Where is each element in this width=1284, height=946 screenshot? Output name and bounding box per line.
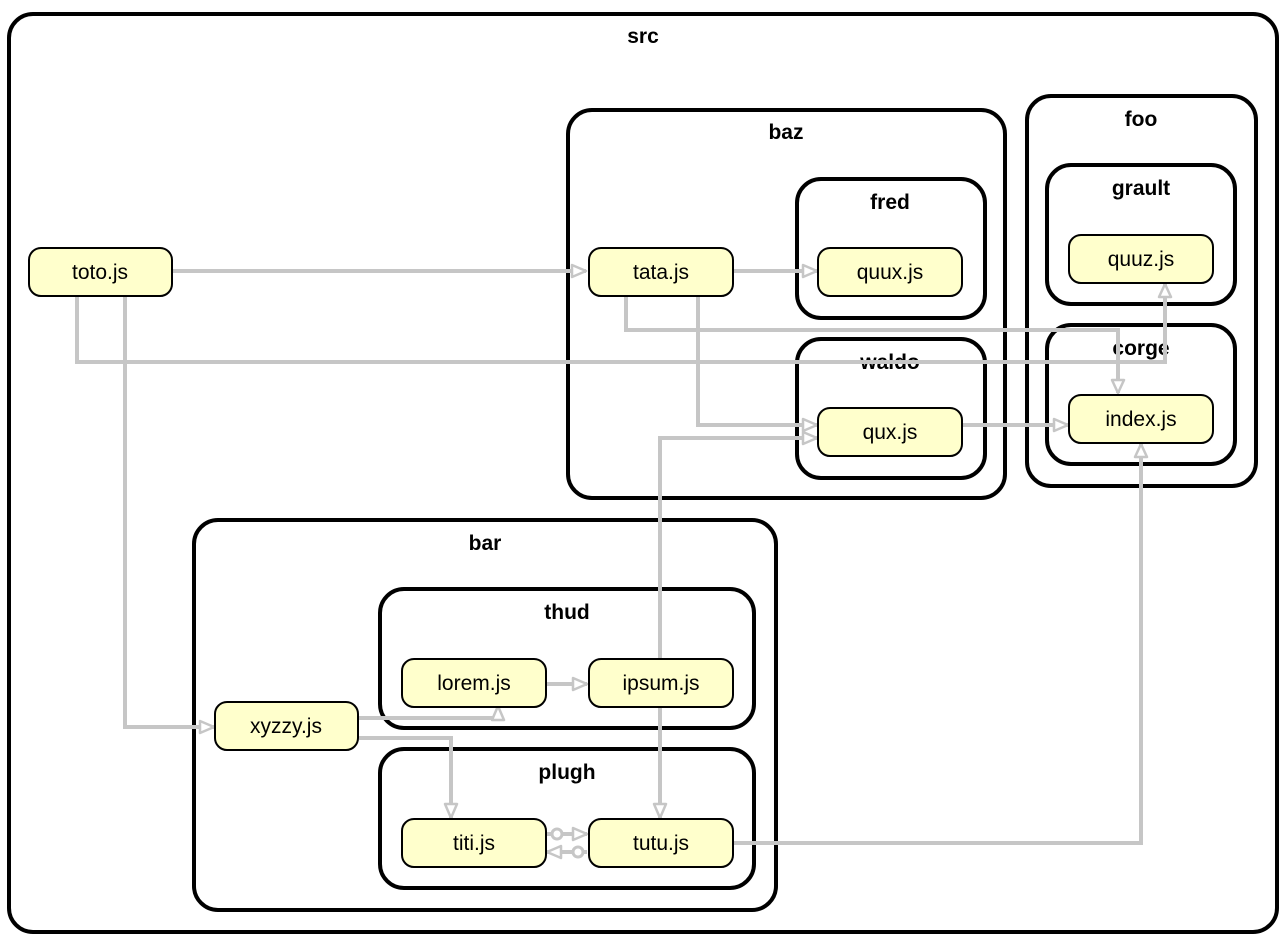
arrowhead-index-top — [1110, 378, 1126, 395]
edge-tata-index — [624, 297, 1120, 393]
arrowhead-lorem — [490, 704, 506, 722]
edges — [75, 263, 1173, 860]
node-label-quuz: quuz.js — [1108, 248, 1175, 271]
node-tata[interactable]: tata.js — [588, 247, 734, 297]
odot-tutu-titi — [571, 845, 585, 859]
arrowhead-tutu — [652, 802, 668, 820]
node-toto[interactable]: toto.js — [28, 247, 173, 297]
arrowhead-tata — [570, 263, 588, 279]
node-label-toto: toto.js — [72, 261, 128, 284]
node-quux[interactable]: quux.js — [817, 247, 963, 297]
cluster-label-corge: corge — [1112, 337, 1169, 360]
node-label-index: index.js — [1105, 408, 1176, 431]
node-ipsum[interactable]: ipsum.js — [588, 658, 734, 708]
edge-toto-quuz — [75, 284, 1167, 364]
node-xyzzy[interactable]: xyzzy.js — [214, 701, 359, 751]
edge-tutu-index — [734, 444, 1143, 845]
arrowhead-tutu-left — [571, 826, 589, 842]
arrowhead-quux — [801, 263, 819, 279]
node-label-xyzzy: xyzzy.js — [250, 715, 322, 738]
node-quuz[interactable]: quuz.js — [1068, 234, 1214, 284]
node-label-titi: titi.js — [453, 832, 495, 855]
cluster-label-foo: foo — [1125, 108, 1158, 131]
arrowhead-qux-1 — [801, 417, 819, 433]
node-titi[interactable]: titi.js — [401, 818, 547, 868]
node-label-quux: quux.js — [857, 261, 924, 284]
node-label-lorem: lorem.js — [437, 672, 511, 695]
arrowhead-index-left — [1052, 417, 1070, 433]
arrowhead-xyzzy — [198, 719, 216, 735]
cluster-label-src: src — [627, 25, 659, 48]
arrowhead-ipsum — [571, 676, 589, 692]
edge-tata-qux — [696, 297, 817, 427]
arrowhead-titi-right — [545, 844, 563, 860]
node-label-ipsum: ipsum.js — [622, 672, 699, 695]
node-label-tutu: tutu.js — [633, 832, 689, 855]
arrowhead-titi — [443, 802, 459, 820]
cluster-label-baz: baz — [768, 121, 803, 144]
cluster-label-plugh: plugh — [538, 761, 595, 784]
arrowhead-qux-2 — [801, 430, 819, 446]
node-tutu[interactable]: tutu.js — [588, 818, 734, 868]
odot-titi-tutu — [550, 827, 564, 841]
node-label-qux: qux.js — [863, 421, 918, 444]
node-label-tata: tata.js — [633, 261, 689, 284]
node-qux[interactable]: qux.js — [817, 407, 963, 457]
cluster-label-thud: thud — [544, 601, 589, 624]
cluster-label-bar: bar — [469, 532, 502, 555]
edge-toto-xyzzy — [123, 297, 214, 729]
edge-ipsum-qux — [658, 436, 817, 658]
edge-xyzzy-titi — [359, 736, 453, 818]
cluster-label-fred: fred — [870, 191, 910, 214]
arrowhead-quuz — [1157, 282, 1173, 299]
cluster-label-grault: grault — [1112, 177, 1170, 200]
node-index[interactable]: index.js — [1068, 394, 1214, 444]
node-lorem[interactable]: lorem.js — [401, 658, 547, 708]
arrowhead-index-bottom — [1133, 442, 1149, 459]
